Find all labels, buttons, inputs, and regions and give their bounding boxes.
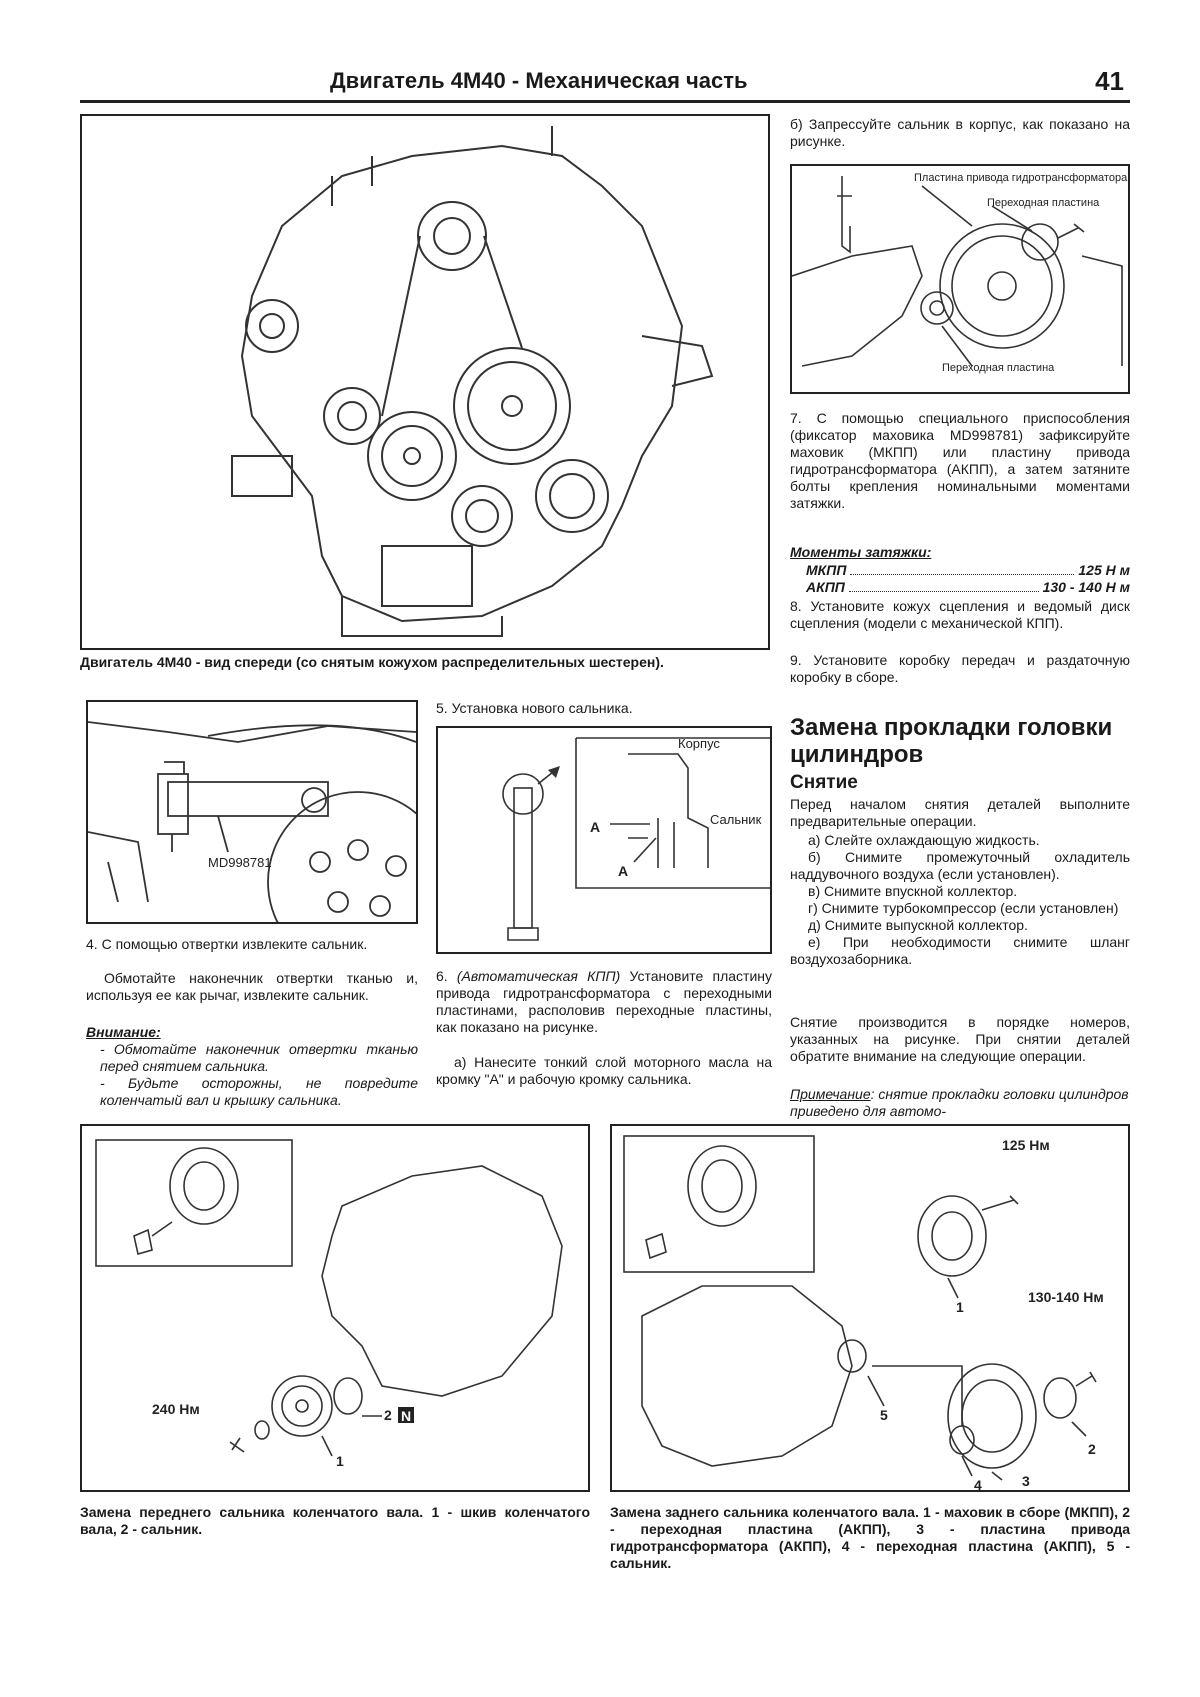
front-callout-1: 1 — [336, 1453, 344, 1469]
torque-row-mt: МКПП 125 Н м — [806, 562, 1130, 579]
rear-callout-2: 2 — [1088, 1441, 1096, 1457]
torque-row-at-value: 130 - 140 Н м — [1042, 579, 1130, 595]
step-6-transmission: (Автоматическая КПП) — [456, 968, 621, 984]
prelim-op-e: д) Снимите выпускной коллектор. — [808, 917, 1028, 933]
converter-plate-figure: Пластина привода гидротрансформатора Пер… — [790, 164, 1130, 394]
new-part-badge — [398, 1407, 414, 1423]
torque-row-at: АКПП 130 - 140 Н м — [806, 579, 1130, 596]
step-9: 9. Установите коробку передач и раздаточ… — [790, 652, 1130, 685]
note-text: : снятие прокладки головки цилиндров при… — [790, 1086, 1129, 1119]
torque-row-mt-name: МКПП — [806, 562, 847, 578]
step-5: 5. Установка нового сальника. — [436, 700, 633, 716]
step-4-detail: Обмотайте наконечник отвертки тканью и, … — [86, 970, 418, 1003]
warning-2: - Будьте осторожны, не повредите коленча… — [100, 1075, 418, 1108]
prelim-op-a: а) Слейте охлаждающую жидкость. — [808, 832, 1040, 848]
step-6-number: 6. — [436, 968, 457, 984]
step-4: 4. С помощью отвертки извлеките сальник. — [86, 936, 368, 952]
engine-figure-caption: Двигатель 4M40 - вид спереди (со снятым … — [80, 654, 664, 670]
engine-front-figure — [80, 114, 770, 650]
torque-row-mt-leader — [850, 562, 1075, 575]
section-title: Замена прокладки головки цилиндров — [790, 714, 1113, 768]
new-part-mark: N — [401, 1408, 411, 1424]
flywheel-stopper-figure: MD998781 — [86, 700, 449, 973]
removal-order-note: Снятие производится в порядке номеров, у… — [790, 1014, 1130, 1064]
adapter-plate-bottom-label: Переходная пластина — [942, 362, 1055, 374]
engine-front-drawing — [231, 126, 714, 637]
rear-seal-drawing: 125 Нм 130-140 Нм 1 2 3 4 5 — [623, 1135, 1104, 1493]
rear-torque-top: 125 Нм — [1002, 1137, 1050, 1153]
page-title: Двигатель 4M40 - Механическая часть — [330, 68, 748, 93]
rear-callout-5: 5 — [880, 1407, 888, 1423]
prelim-op-f: е) При необходимости снимите шланг возду… — [790, 934, 1130, 967]
flywheel-stopper-drawing: MD998781 — [87, 721, 449, 973]
step-7: 7. С помощью специального приспособления… — [790, 410, 1130, 511]
front-callout-2: 2 — [384, 1407, 392, 1423]
torque-row-at-leader — [848, 579, 1039, 592]
step-6: 6. (Автоматическая КПП) Установите пласт… — [436, 968, 772, 1036]
point-a-label-1: A — [590, 819, 600, 835]
warning-1: - Обмотайте наконечник отвертки тканью п… — [100, 1041, 418, 1074]
rear-callout-4: 4 — [974, 1477, 982, 1490]
rear-seal-figure: 125 Нм 130-140 Нм 1 2 3 4 5 — [610, 1124, 1130, 1493]
rear-callout-3: 3 — [1022, 1473, 1030, 1489]
seal-arrow-icon — [548, 766, 560, 778]
seal-label: Сальник — [710, 812, 762, 827]
prelim-op-c: в) Снимите впускной коллектор. — [808, 883, 1018, 899]
warning-label: Внимание: — [86, 1024, 161, 1040]
header-rule — [80, 100, 1130, 103]
subsection-title: Снятие — [790, 772, 858, 793]
rear-seal-caption: Замена заднего сальника коленчатого вала… — [610, 1504, 1130, 1571]
step-6-a: а) Нанесите тонкий слой моторного масла … — [436, 1054, 772, 1087]
page-header: Двигатель 4M40 - Механическая часть 41 — [80, 62, 1130, 100]
prelim-op-d: г) Снимите турбокомпрессор (если установ… — [808, 900, 1119, 916]
body-label: Корпус — [678, 736, 720, 751]
converter-plate-drawing: Пластина привода гидротрансформатора Пер… — [791, 172, 1128, 374]
rear-callout-1: 1 — [956, 1299, 964, 1315]
front-seal-figure: 240 Нм 1 2 N — [80, 1124, 590, 1492]
front-seal-drawing: 240 Нм 1 2 N — [95, 1139, 563, 1469]
seal-install-figure: Корпус A A Сальник — [436, 726, 772, 954]
tool-label: MD998781 — [208, 855, 272, 870]
note-paragraph: Примечание: снятие прокладки головки цил… — [790, 1086, 1130, 1120]
note-label: Примечание — [790, 1086, 871, 1102]
step-6-text: Установите пластину привода гидротрансфо… — [436, 968, 772, 1035]
step-8: 8. Установите кожух сцепления и ведомый … — [790, 598, 1130, 631]
point-a-label-2: A — [618, 863, 628, 879]
step-press-seal: б) Запрессуйте сальник в корпус, как пок… — [790, 116, 1130, 149]
torque-title: Моменты затяжки: — [790, 544, 932, 560]
prelim-op-b: б) Снимите промежуточный охладитель надд… — [790, 849, 1130, 882]
front-seal-caption: Замена переднего сальника коленчатого ва… — [80, 1504, 590, 1537]
page-number: 41 — [1095, 66, 1124, 96]
torque-row-mt-value: 125 Н м — [1078, 562, 1130, 578]
prelim-ops-list: а) Слейте охлаждающую жидкость. б) Сними… — [790, 832, 1130, 968]
converter-plate-label: Пластина привода гидротрансформатора — [914, 172, 1128, 184]
torque-row-at-name: АКПП — [806, 579, 845, 595]
front-torque-label: 240 Нм — [152, 1401, 200, 1417]
seal-install-drawing: Корпус A A Сальник — [502, 736, 770, 941]
rear-torque-right: 130-140 Нм — [1028, 1289, 1104, 1305]
adapter-plate-top-label: Переходная пластина — [987, 197, 1100, 209]
removal-intro: Перед началом снятия деталей выполните п… — [790, 796, 1130, 829]
